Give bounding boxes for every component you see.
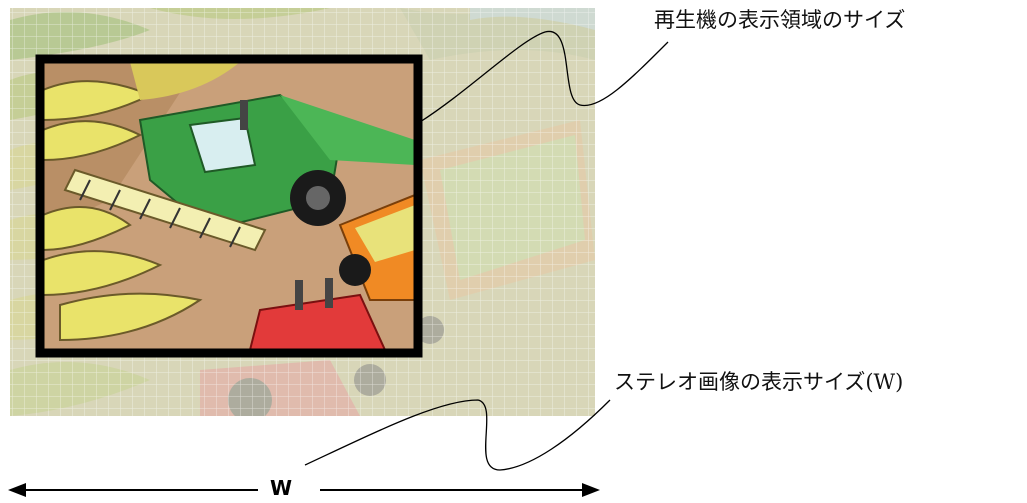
stereo-display-size-label: ステレオ画像の表示サイズ(W) (614, 370, 904, 394)
leader-line-player (419, 31, 669, 123)
player-display-area-label: 再生機の表示領域のサイズ (654, 8, 906, 32)
width-arrow (8, 483, 600, 497)
player-display-image (43, 62, 415, 350)
player-display-frame (35, 54, 423, 358)
leader-line-stereo (304, 399, 611, 471)
width-symbol-label: W (270, 476, 293, 500)
